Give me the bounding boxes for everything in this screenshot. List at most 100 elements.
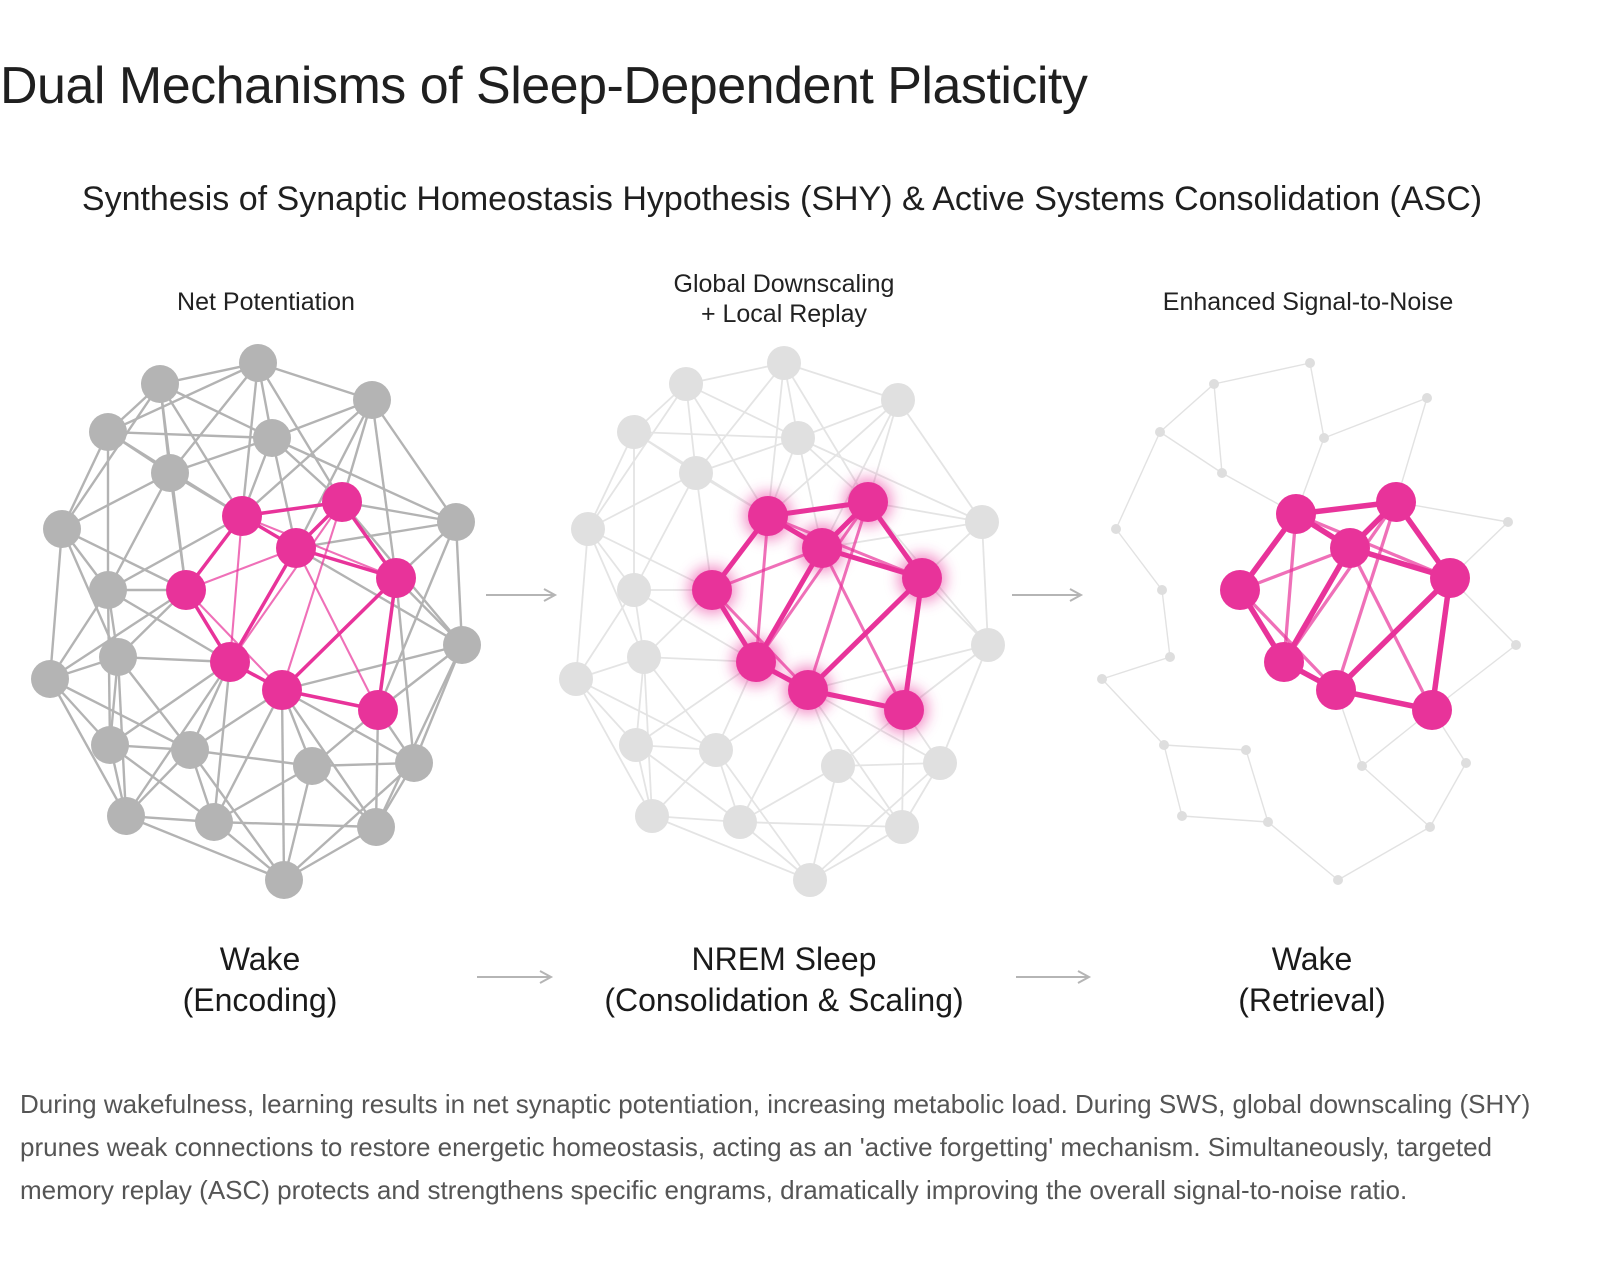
- engram-node: [1330, 528, 1370, 568]
- network-edge: [394, 577, 416, 764]
- engram-edge: [376, 577, 398, 711]
- neuron-node: [627, 640, 661, 674]
- engram-node: [358, 690, 398, 730]
- neuron-node: [679, 456, 713, 490]
- neuron-node: [1305, 358, 1315, 368]
- network-edge: [283, 762, 415, 881]
- state-arrow-2: [1016, 970, 1092, 984]
- network-edge: [643, 656, 717, 751]
- network-edge: [240, 362, 260, 517]
- engram-edge: [228, 547, 298, 663]
- network-edge: [635, 661, 757, 746]
- state-1-line1: Wake: [220, 941, 301, 977]
- neuron-node: [793, 863, 827, 897]
- neuron-node: [357, 808, 395, 846]
- network-edge: [1159, 431, 1223, 474]
- network-edge: [212, 661, 232, 823]
- figure: Synthesis of Synaptic Homeostasis Hypoth…: [0, 160, 1600, 1060]
- network-edge: [295, 520, 457, 550]
- engram-edge: [820, 547, 906, 711]
- neuron-node: [881, 383, 915, 417]
- figure-caption: During wakefulness, learning results in …: [20, 1089, 1531, 1205]
- neuron-node: [1111, 524, 1121, 534]
- network-edge: [158, 383, 244, 517]
- engram-edge: [185, 589, 283, 691]
- wake-network: [31, 344, 481, 899]
- neuron-node: [89, 571, 127, 609]
- network-edge: [125, 814, 285, 882]
- network-edge: [1245, 749, 1269, 823]
- neuron-node: [1422, 393, 1432, 403]
- neuron-node: [1333, 875, 1343, 885]
- network-edge: [783, 362, 899, 401]
- network-edge: [106, 472, 172, 591]
- network-edge: [575, 678, 653, 817]
- network-edge: [1309, 362, 1325, 439]
- diagram-heading: Synthesis of Synaptic Homeostasis Hypoth…: [82, 180, 1482, 218]
- state-1-line2: (Encoding): [183, 982, 338, 1018]
- engram-edge: [1238, 588, 1338, 692]
- neuron-node: [1157, 585, 1167, 595]
- engram-edge: [1334, 501, 1398, 691]
- engram-node: [262, 670, 302, 710]
- panel-2-label-line1: Global Downscaling: [674, 270, 895, 298]
- neuron-node: [699, 733, 733, 767]
- neuron-node: [1159, 740, 1169, 750]
- panel-3-label: Enhanced Signal-to-Noise: [1163, 288, 1453, 316]
- network-edge: [807, 689, 903, 828]
- network-edge: [981, 521, 989, 646]
- state-3-line1: Wake: [1272, 941, 1353, 977]
- network-edge: [1163, 744, 1183, 817]
- neuron-node: [99, 638, 137, 676]
- network-edge: [169, 362, 259, 474]
- engram-node: [1430, 558, 1470, 598]
- neuron-node: [1503, 517, 1513, 527]
- network-edge: [1181, 815, 1269, 823]
- network-edge: [1213, 362, 1311, 385]
- network-edge: [374, 644, 464, 828]
- network-edge: [587, 472, 697, 530]
- neuron-node: [1425, 822, 1435, 832]
- page-title: Dual Mechanisms of Sleep-Dependent Plast…: [0, 57, 1088, 115]
- neuron-node: [723, 805, 757, 839]
- network-edge: [575, 528, 589, 680]
- network-edge: [1161, 589, 1171, 658]
- network-edge: [1101, 656, 1171, 680]
- neuron-node: [1097, 674, 1107, 684]
- network-edge: [587, 528, 645, 658]
- network-edge: [61, 471, 171, 531]
- neuron-node: [965, 505, 999, 539]
- neuron-node: [781, 421, 815, 455]
- network-edge: [939, 644, 989, 764]
- network-edge: [61, 383, 161, 530]
- engram-node: [736, 642, 776, 682]
- state-2-line2: (Consolidation & Scaling): [604, 982, 963, 1018]
- neuron-node: [265, 861, 303, 899]
- neuron-node: [885, 810, 919, 844]
- neuron-node: [89, 413, 127, 451]
- neuron-node: [437, 503, 475, 541]
- network-edge: [48, 528, 64, 680]
- network-edge: [256, 362, 344, 503]
- neuron-node: [253, 419, 291, 457]
- network-edge: [107, 361, 259, 434]
- engram-edge: [1281, 546, 1353, 664]
- neuron-node: [91, 726, 129, 764]
- network-edge: [633, 472, 697, 591]
- neuron-node: [635, 799, 669, 833]
- neuron-node: [619, 728, 653, 762]
- nrem-network: [559, 346, 1005, 897]
- network-edge: [807, 644, 989, 691]
- neuron-node: [617, 573, 651, 607]
- network-edge: [807, 689, 941, 764]
- engram-node: [1264, 642, 1304, 682]
- network-edge: [767, 362, 785, 517]
- engram-node: [848, 482, 888, 522]
- network-edge: [809, 762, 941, 881]
- network-edge: [107, 430, 273, 440]
- neuron-node: [923, 746, 957, 780]
- network-edge: [271, 436, 457, 524]
- neuron-node: [353, 381, 391, 419]
- network-edge: [1323, 397, 1428, 439]
- network-edge: [1361, 765, 1431, 828]
